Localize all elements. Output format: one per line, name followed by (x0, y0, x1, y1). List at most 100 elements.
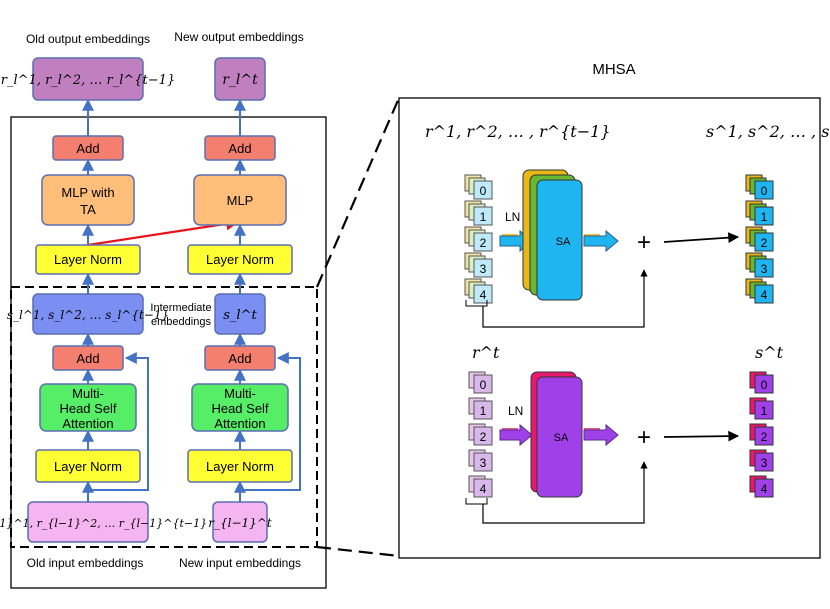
svg-text:1: 1 (761, 404, 768, 418)
intermediate-label-1: Intermediate (150, 302, 211, 314)
old-output-label: Old output embeddings (26, 32, 150, 46)
old-add-block: Add (52, 135, 124, 161)
new-add2-block: Add (204, 345, 276, 371)
new-output-label: New output embeddings (174, 30, 303, 44)
svg-text:s_l^t: s_l^t (223, 308, 257, 323)
old-input-block: r_{l−1}^1, r_{l−1}^2, … r_{l−1}^{t−1} (0, 501, 207, 543)
bottom-ln-arrow (499, 423, 533, 447)
zoom-line-bottom (316, 545, 400, 558)
svg-text:2: 2 (480, 236, 487, 250)
svg-text:2: 2 (480, 430, 487, 444)
top-output-indices: 0 1 2 3 4 (761, 184, 768, 302)
top-ln-label: LN (505, 210, 520, 224)
svg-text:Add: Add (228, 141, 251, 156)
new-mhsa-block: Multi- Head Self Attention (191, 383, 289, 432)
zoom-line-top (315, 97, 401, 288)
svg-text:Layer Norm: Layer Norm (54, 252, 122, 267)
old-add2-block: Add (52, 345, 124, 371)
bottom-output-tokens (749, 371, 774, 498)
svg-text:Add: Add (76, 141, 99, 156)
bottom-sa-output-arrow (583, 423, 619, 447)
new-layer-norm-top: Layer Norm (187, 244, 293, 275)
old-layer-norm-top: Layer Norm (35, 244, 141, 275)
bottom-plus-sign: + (637, 424, 651, 451)
old-mlp-block: MLP with TA (41, 174, 135, 226)
bottom-sa-block: SA (530, 371, 583, 498)
svg-text:1: 1 (480, 210, 487, 224)
bottom-input-tokens (468, 371, 493, 498)
mhsa-detail-box (398, 97, 821, 559)
svg-text:Multi-: Multi- (224, 386, 256, 401)
top-input-label: r^1, r^2, … , r^{t−1} (425, 122, 611, 141)
mhsa-title: MHSA (592, 61, 635, 78)
svg-text:Head Self: Head Self (59, 401, 116, 416)
bottom-bracket (465, 498, 488, 505)
new-layer-norm-bottom: Layer Norm (187, 449, 293, 483)
new-mlp-block: MLP (193, 174, 287, 226)
old-output-block: r_l^1, r_l^2, … r_l^{t−1} (1, 57, 175, 101)
top-sa-block: SA (522, 169, 583, 301)
svg-text:4: 4 (761, 288, 768, 302)
top-residual-arrow (482, 269, 648, 328)
svg-text:Attention: Attention (62, 416, 113, 431)
svg-text:Layer Norm: Layer Norm (54, 459, 122, 474)
svg-text:4: 4 (480, 288, 487, 302)
top-output-arrow (663, 232, 740, 244)
bottom-output-indices: 0 1 2 3 4 (761, 378, 768, 496)
svg-text:3: 3 (480, 456, 487, 470)
top-input-tokens (464, 174, 493, 304)
new-intermediate-block: s_l^t (214, 293, 266, 335)
cross-attention-arrow (87, 217, 240, 247)
top-output-label: s^1, s^2, … , s^{t−1} (706, 122, 830, 141)
svg-text:Layer Norm: Layer Norm (206, 252, 274, 267)
svg-text:Multi-: Multi- (72, 386, 104, 401)
svg-text:1: 1 (761, 210, 768, 224)
svg-text:2: 2 (761, 430, 768, 444)
bottom-input-indices: 0 1 2 3 4 (480, 378, 487, 496)
svg-text:Head Self: Head Self (211, 401, 268, 416)
bottom-ln-label: LN (508, 404, 523, 418)
svg-text:r_l^t: r_l^t (222, 72, 258, 88)
new-input-label: New input embeddings (179, 556, 301, 570)
top-plus-sign: + (637, 229, 651, 256)
svg-text:r_l^1, r_l^2, … r_l^{t−1}: r_l^1, r_l^2, … r_l^{t−1} (1, 73, 175, 88)
svg-text:s_l^1, s_l^2, … s_l^{t−1}: s_l^1, s_l^2, … s_l^{t−1} (7, 308, 169, 322)
svg-text:4: 4 (480, 482, 487, 496)
bottom-residual-arrow (482, 461, 648, 524)
bottom-input-label: r^t (472, 343, 500, 362)
old-input-label: Old input embeddings (27, 556, 144, 570)
top-output-tokens (745, 174, 774, 304)
svg-text:r_{l−1}^t: r_{l−1}^t (208, 516, 272, 530)
attention-sublayer-outline (10, 286, 318, 548)
new-input-block: r_{l−1}^t (208, 501, 272, 543)
bottom-output-label: s^t (755, 343, 784, 362)
top-sa-output-arrow (583, 229, 619, 253)
new-column-arrows (234, 98, 301, 502)
new-add-block: Add (204, 135, 276, 161)
svg-text:4: 4 (761, 482, 768, 496)
svg-text:2: 2 (761, 236, 768, 250)
svg-text:3: 3 (761, 262, 768, 276)
svg-text:SA: SA (554, 432, 569, 444)
svg-text:3: 3 (761, 456, 768, 470)
svg-text:Add: Add (76, 351, 99, 366)
svg-text:MLP: MLP (227, 193, 254, 208)
old-mhsa-block: Multi- Head Self Attention (39, 383, 137, 432)
old-column-arrows (82, 98, 149, 502)
svg-text:Layer Norm: Layer Norm (206, 459, 274, 474)
top-input-indices: 0 1 2 3 4 (480, 184, 487, 302)
svg-text:0: 0 (761, 184, 768, 198)
svg-text:0: 0 (480, 184, 487, 198)
svg-text:Attention: Attention (214, 416, 265, 431)
svg-text:r_{l−1}^1, r_{l−1}^2, … r_{l−1: r_{l−1}^1, r_{l−1}^2, … r_{l−1}^{t−1} (0, 517, 207, 530)
svg-text:TA: TA (80, 202, 96, 217)
old-intermediate-block: s_l^1, s_l^2, … s_l^{t−1} (7, 293, 169, 335)
top-bracket (465, 300, 488, 307)
svg-text:Add: Add (228, 351, 251, 366)
svg-text:SA: SA (556, 236, 571, 248)
svg-text:0: 0 (761, 378, 768, 392)
intermediate-label-2: embeddings (151, 316, 211, 328)
svg-text:MLP with: MLP with (61, 185, 114, 200)
